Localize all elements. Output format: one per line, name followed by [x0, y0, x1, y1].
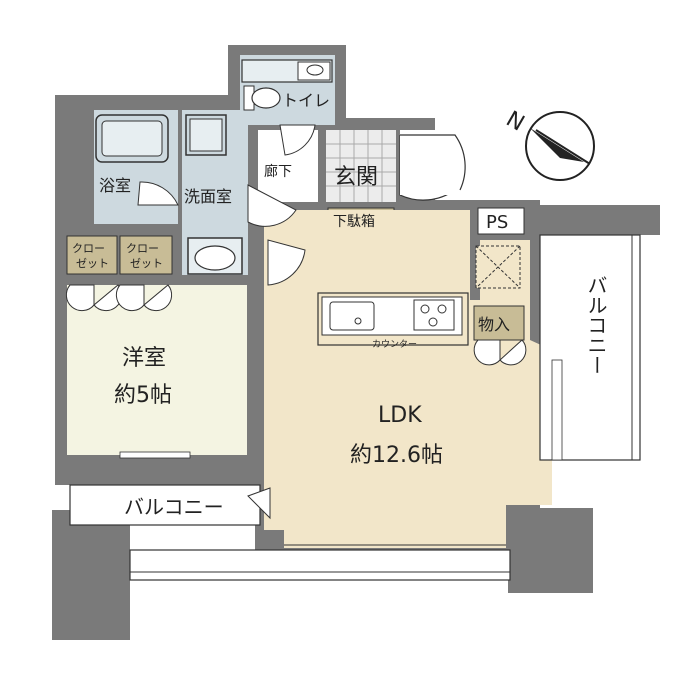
balcony-right-label: バルコニー	[584, 275, 608, 375]
balcony-bottom-label: バルコニー	[124, 495, 224, 519]
entrance-grid	[326, 130, 396, 202]
bath-label: 浴室	[99, 176, 131, 195]
toilet-label: トイレ	[282, 91, 330, 110]
closet-1	[66, 235, 118, 275]
entrance-label: 玄関	[334, 165, 378, 190]
compass-icon: N	[502, 107, 595, 181]
closet-2	[119, 235, 173, 275]
ps-shaft	[477, 207, 525, 235]
storage	[473, 305, 525, 341]
western-room	[67, 285, 247, 455]
western-room-size: 約5帖	[114, 383, 172, 408]
ldk-size: 約12.6帖	[350, 443, 443, 468]
bathroom	[94, 110, 178, 224]
toilet-room	[240, 55, 335, 125]
interior-doors	[137, 124, 316, 286]
corridor-label: 廊下	[264, 163, 292, 180]
washroom	[182, 110, 248, 275]
western-room-name: 洋室	[122, 346, 166, 371]
ldk-walls-detail	[470, 240, 480, 300]
entrance-floor	[326, 130, 396, 202]
counter-label: カウンター	[372, 339, 417, 350]
closet-2-label-1: クロー	[126, 242, 159, 255]
closet-2-label-2: ゼット	[130, 257, 163, 270]
ps-label: PS	[486, 212, 508, 233]
balcony-door	[247, 487, 271, 520]
closet-doors	[65, 284, 173, 312]
ldk-name: LDK	[378, 403, 422, 428]
labels: トイレ 浴室 洗面室 廊下 玄関 下駄箱 PS クロー ゼット クロー ゼット …	[72, 91, 608, 519]
svg-text:N: N	[502, 107, 529, 137]
kitchen-counter	[317, 292, 469, 346]
closet-1-label-2: ゼット	[76, 257, 109, 270]
closet-1-label-1: クロー	[72, 242, 105, 255]
shoe-box-label: 下駄箱	[333, 214, 375, 230]
washroom-label: 洗面室	[184, 187, 232, 206]
storage-doors	[473, 339, 527, 366]
storage-label: 物入	[478, 315, 510, 334]
balcony-bottom	[69, 484, 261, 526]
